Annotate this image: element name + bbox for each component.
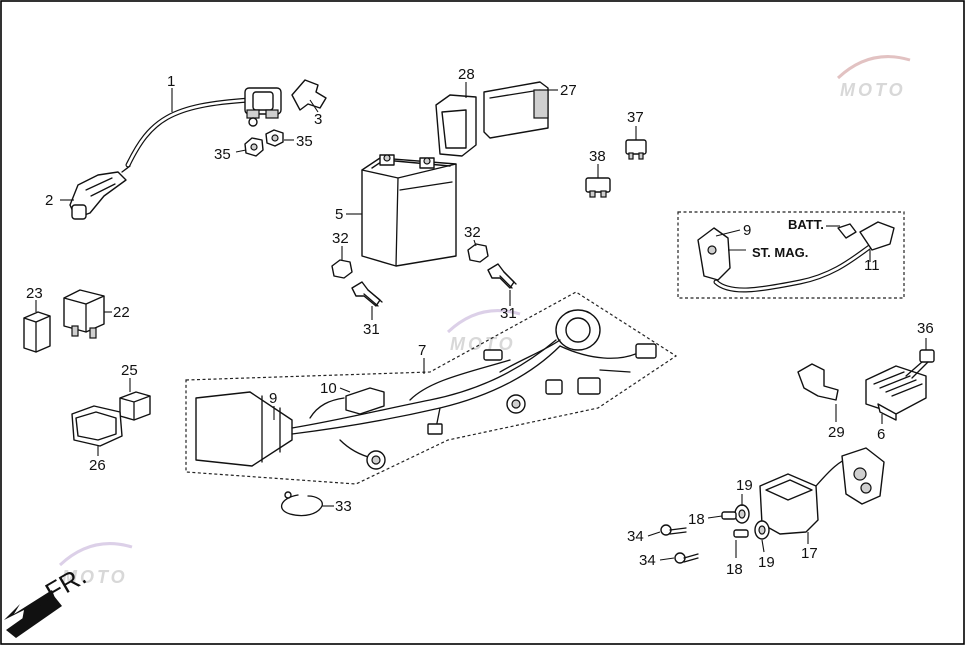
- coil-bracket: [291, 79, 327, 111]
- ignition-coil: [125, 87, 282, 168]
- watermark-bottom-left: MOTO: [58, 542, 133, 587]
- callout-9-harness: 9: [269, 390, 277, 407]
- battery: [361, 154, 457, 267]
- battery-nut-left: [331, 259, 353, 279]
- collar-18-upper: [721, 511, 737, 520]
- leader-lines: [35, 82, 927, 561]
- battery-bolt-right: [487, 263, 517, 289]
- callout-27: 27: [560, 82, 577, 99]
- callout-29: 29: [828, 424, 845, 441]
- inset-label-st-mag: ST. MAG.: [752, 245, 808, 260]
- flasher-25: [119, 391, 151, 421]
- relay-22: [63, 289, 105, 339]
- callout-19-upper: 19: [736, 477, 753, 494]
- main-wiring-harness: [185, 291, 678, 485]
- callout-31-left: 31: [363, 321, 380, 338]
- watermark-top-right: MOTO: [836, 55, 911, 100]
- watermark-text: MOTO: [62, 567, 128, 587]
- relay-holder: [435, 94, 477, 157]
- callout-3: 3: [314, 111, 322, 128]
- inset-label-batt: BATT.: [788, 217, 824, 232]
- callout-18-lower: 18: [726, 561, 743, 578]
- callout-38: 38: [589, 148, 606, 165]
- screw-34-lower: [674, 552, 699, 564]
- callout-11: 11: [864, 257, 880, 274]
- callout-2: 2: [45, 192, 53, 209]
- callouts: 1 2 3 35 35 28 27 5 32 32 31 31 37 38 9 …: [26, 66, 934, 578]
- callout-33: 33: [335, 498, 352, 515]
- spark-plug-cap: [69, 165, 131, 220]
- fuse-38: [585, 177, 611, 198]
- regulator-bracket-29: [797, 363, 839, 401]
- socket-26: [71, 405, 123, 447]
- callout-17: 17: [801, 545, 818, 562]
- callout-31-right: 31: [500, 305, 517, 322]
- grommet-19-lower: [754, 520, 770, 540]
- callout-1: 1: [167, 73, 175, 90]
- screw-34-upper: [660, 524, 687, 536]
- callout-25: 25: [121, 362, 138, 379]
- regulator-rectifier-6: [865, 365, 927, 421]
- callout-35-right: 35: [296, 133, 313, 150]
- battery-bolt-left: [351, 281, 383, 307]
- callout-34-upper: 34: [627, 528, 644, 545]
- grommet-19-upper: [734, 504, 750, 524]
- front-direction-arrow: FR.: [4, 560, 91, 638]
- harness-clip-33: [280, 491, 323, 517]
- callout-32-left: 32: [332, 230, 349, 247]
- collar-18-lower: [733, 529, 749, 538]
- callout-5: 5: [335, 206, 343, 223]
- watermark-text: MOTO: [450, 334, 516, 354]
- regulator-screw-36: [905, 349, 935, 379]
- pulser-unit-17: [759, 447, 885, 535]
- callout-6: 6: [877, 426, 885, 443]
- callout-37: 37: [627, 109, 644, 126]
- battery-nut-right: [467, 243, 489, 263]
- callout-7: 7: [418, 342, 426, 359]
- callout-9-inset: 9: [743, 222, 751, 239]
- callout-26: 26: [89, 457, 106, 474]
- callout-19-lower: 19: [758, 554, 775, 571]
- nut-35-right: [265, 129, 284, 147]
- relay-23: [23, 311, 51, 353]
- callout-35-left: 35: [214, 146, 231, 163]
- callout-32-right: 32: [464, 224, 481, 241]
- callout-22: 22: [113, 304, 130, 321]
- callout-18-upper: 18: [688, 511, 705, 528]
- nut-35-left: [244, 137, 264, 157]
- battery-cable-inset: [677, 211, 905, 299]
- callout-23: 23: [26, 285, 43, 302]
- callout-10: 10: [320, 380, 337, 397]
- callout-34-lower: 34: [639, 552, 656, 569]
- callout-36: 36: [917, 320, 934, 337]
- fuse-37: [625, 139, 647, 160]
- callout-28: 28: [458, 66, 475, 83]
- watermark-text: MOTO: [840, 80, 906, 100]
- cdi-unit: [483, 81, 549, 139]
